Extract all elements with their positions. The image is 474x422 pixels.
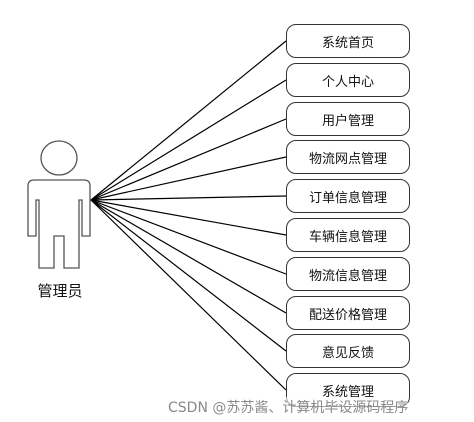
use-case-box: 用户管理 (286, 102, 410, 136)
association-lines (90, 40, 287, 391)
use-case-box: 物流网点管理 (286, 140, 410, 174)
use-case-label: 车辆信息管理 (308, 229, 387, 245)
association-line (90, 199, 287, 314)
use-case-label: 物流网点管理 (308, 151, 387, 167)
use-case-label: 物流信息管理 (308, 268, 387, 284)
watermark: CSDN @苏苏酱、计算机毕设源码程序 (168, 397, 409, 417)
use-case-box: 个人中心 (286, 63, 410, 97)
association-line (90, 79, 287, 201)
association-line (90, 199, 287, 236)
use-case-box: 系统首页 (286, 24, 410, 58)
use-case-label: 意见反馈 (321, 345, 374, 361)
use-case-box: 车辆信息管理 (286, 218, 410, 252)
use-case-box: 配送价格管理 (286, 296, 410, 330)
association-line (90, 199, 287, 352)
actor-label: 管理员 (37, 282, 83, 300)
actor-figure (27, 140, 91, 269)
use-case-box: 意见反馈 (286, 334, 410, 368)
use-case-box: 物流信息管理 (286, 257, 410, 291)
association-line (90, 199, 287, 275)
use-case-label: 用户管理 (321, 113, 374, 129)
use-case-label: 系统首页 (321, 35, 374, 51)
association-line (90, 195, 287, 201)
use-case-label: 个人中心 (321, 74, 374, 90)
use-case-box: 订单信息管理 (286, 179, 410, 213)
association-line (90, 156, 287, 201)
association-line (90, 118, 287, 201)
use-case-label: 配送价格管理 (308, 307, 387, 323)
actor-body (27, 179, 91, 269)
association-line (90, 199, 287, 391)
association-line (90, 40, 287, 201)
use-case-label: 订单信息管理 (308, 190, 387, 206)
actor-head (40, 140, 78, 176)
use-case-label: 系统管理 (321, 384, 374, 400)
